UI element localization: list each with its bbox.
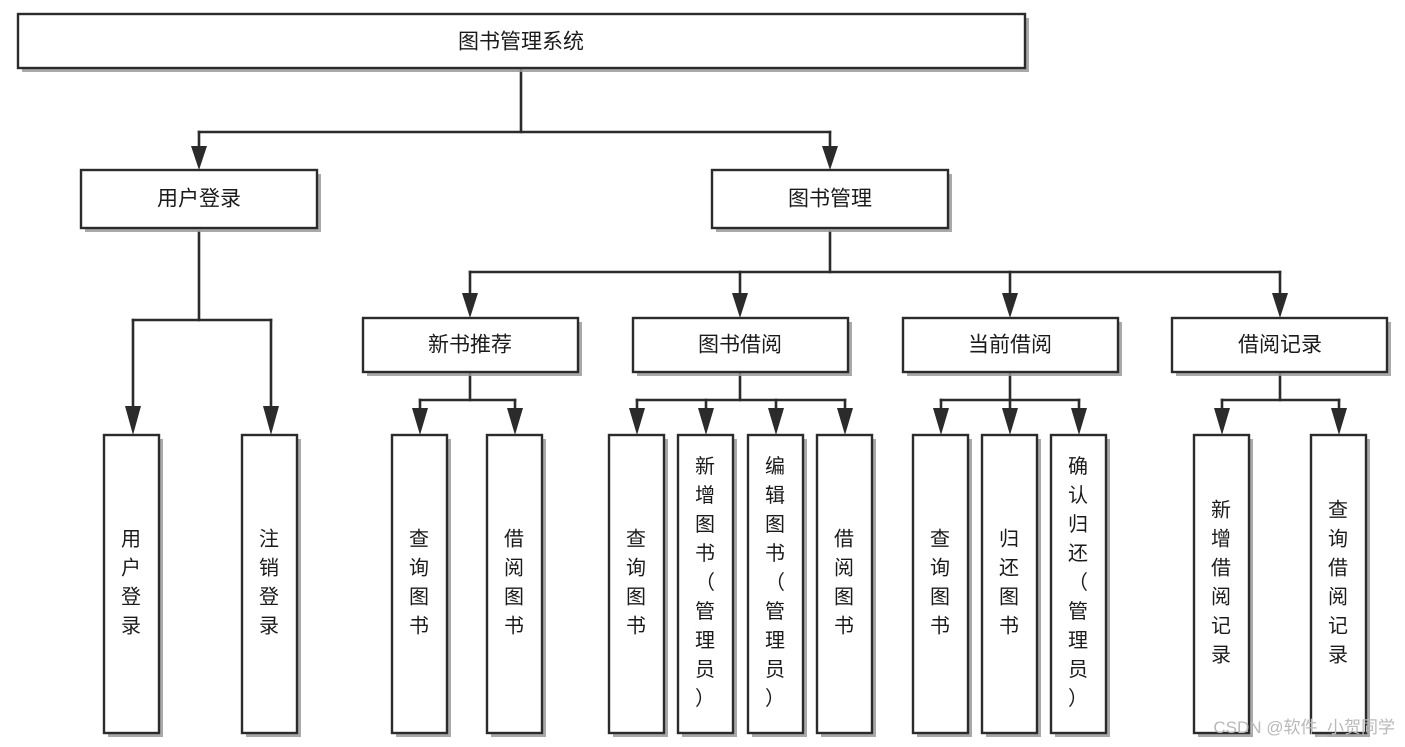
node-leaf-query-record[interactable]: 查询借阅记录 <box>1309 433 1370 737</box>
arrow-head-leaf-query-book-2 <box>629 408 645 435</box>
node-leaf-return-book[interactable]: 归还图书 <box>980 433 1041 737</box>
leaf-query-book-3-box[interactable] <box>911 433 970 735</box>
root-label: 图书管理系统 <box>458 31 584 54</box>
leaf-query-record-box[interactable] <box>1309 433 1368 735</box>
leaf-borrow-book-2-box[interactable] <box>815 433 874 735</box>
node-root[interactable]: 图书管理系统 <box>16 12 1029 72</box>
leaf-return-book-label: 归还图书 <box>999 528 1019 638</box>
arrow-head-book-manage <box>822 146 838 170</box>
arrow-head-current-borrow <box>1002 293 1018 318</box>
leaf-return-book-box[interactable] <box>980 433 1039 735</box>
leaf-add-book-label: 新增图书（管理员） <box>695 455 715 710</box>
node-leaf-borrow-book-2[interactable]: 借阅图书 <box>815 433 876 737</box>
node-leaf-add-record[interactable]: 新增借阅记录 <box>1192 433 1253 737</box>
node-leaf-confirm-return[interactable]: 确认归还（管理员） <box>1049 433 1110 737</box>
arrow-head-book-borrow <box>732 293 748 318</box>
node-leaf-query-book-3[interactable]: 查询图书 <box>911 433 972 737</box>
node-leaf-edit-book[interactable]: 编辑图书（管理员） <box>746 433 807 737</box>
leaf-logout-box[interactable] <box>240 433 299 735</box>
node-book-manage[interactable]: 图书管理 <box>710 168 952 232</box>
book-manage-label: 图书管理 <box>788 188 872 211</box>
current-borrow-box[interactable] <box>901 316 1120 374</box>
leaf-query-book-2-box[interactable] <box>607 433 666 735</box>
node-leaf-logout[interactable]: 注销登录 <box>240 433 301 737</box>
leaf-add-record-label: 新增借阅记录 <box>1211 499 1231 667</box>
arrow-head-leaf-borrow-book-1 <box>507 408 523 435</box>
node-current-borrow[interactable]: 当前借阅 <box>901 316 1122 376</box>
arrow-head-leaf-add-record <box>1214 408 1230 435</box>
book-borrow-box[interactable] <box>631 316 850 374</box>
leaf-add-book-box[interactable] <box>676 433 735 735</box>
arrow-head-leaf-user-login <box>125 406 141 435</box>
leaf-borrow-book-1-box[interactable] <box>485 433 544 735</box>
arrow-head-borrow-record <box>1272 293 1288 318</box>
root-box[interactable] <box>16 12 1027 70</box>
arrow-head-leaf-edit-book <box>768 408 784 435</box>
arrow-head-leaf-query-book-3 <box>933 408 949 435</box>
csdn-watermark: CSDN @软件_小贺同学 <box>1213 718 1395 737</box>
node-new-book-recommend[interactable]: 新书推荐 <box>361 316 582 376</box>
node-book-borrow[interactable]: 图书借阅 <box>631 316 852 376</box>
connector-layer <box>125 66 1347 435</box>
new-book-box[interactable] <box>361 316 580 374</box>
leaf-query-book-3-label: 查询图书 <box>930 528 950 638</box>
arrow-head-leaf-confirm-return <box>1071 408 1087 435</box>
leaf-add-record-box[interactable] <box>1192 433 1251 735</box>
borrow-record-box[interactable] <box>1170 316 1389 374</box>
node-leaf-borrow-book-1[interactable]: 借阅图书 <box>485 433 546 737</box>
book-borrow-label: 图书借阅 <box>698 334 782 357</box>
node-leaf-add-book[interactable]: 新增图书（管理员） <box>676 433 737 737</box>
leaf-borrow-book-2-label: 借阅图书 <box>834 528 854 638</box>
arrow-head-user-login <box>191 146 207 170</box>
arrow-head-leaf-add-book <box>698 408 714 435</box>
arrow-head-leaf-query-book-1 <box>412 408 428 435</box>
user-login-label: 用户登录 <box>157 188 241 211</box>
leaf-edit-book-box[interactable] <box>746 433 805 735</box>
borrow-record-label: 借阅记录 <box>1238 334 1322 357</box>
new-book-label: 新书推荐 <box>428 334 512 357</box>
arrow-head-leaf-borrow-book-2 <box>837 408 853 435</box>
leaf-borrow-book-1-label: 借阅图书 <box>504 528 524 638</box>
leaf-confirm-return-label: 确认归还（管理员） <box>1068 455 1088 710</box>
arrow-head-leaf-return-book <box>1002 408 1018 435</box>
book-manage-box[interactable] <box>710 168 950 230</box>
node-user-login[interactable]: 用户登录 <box>79 168 321 232</box>
leaf-query-book-1-box[interactable] <box>390 433 449 735</box>
arrow-head-leaf-query-record <box>1331 408 1347 435</box>
leaf-query-record-label: 查询借阅记录 <box>1328 499 1348 667</box>
arrow-head-leaf-logout <box>263 406 279 435</box>
leaf-query-book-2-label: 查询图书 <box>626 528 646 638</box>
node-borrow-record[interactable]: 借阅记录 <box>1170 316 1391 376</box>
node-leaf-query-book-2[interactable]: 查询图书 <box>607 433 668 737</box>
node-leaf-query-book-1[interactable]: 查询图书 <box>390 433 451 737</box>
leaf-user-login-box[interactable] <box>102 433 161 735</box>
leaf-edit-book-label: 编辑图书（管理员） <box>765 455 785 710</box>
current-borrow-label: 当前借阅 <box>968 334 1052 357</box>
leaf-user-login-label: 用户登录 <box>121 529 141 638</box>
arrow-head-new-book <box>462 293 478 318</box>
leaf-query-book-1-label: 查询图书 <box>409 528 429 638</box>
node-leaf-user-login[interactable]: 用户登录 <box>102 433 163 737</box>
user-login-box[interactable] <box>79 168 319 230</box>
leaf-logout-label: 注销登录 <box>259 528 279 638</box>
leaf-confirm-return-box[interactable] <box>1049 433 1108 735</box>
